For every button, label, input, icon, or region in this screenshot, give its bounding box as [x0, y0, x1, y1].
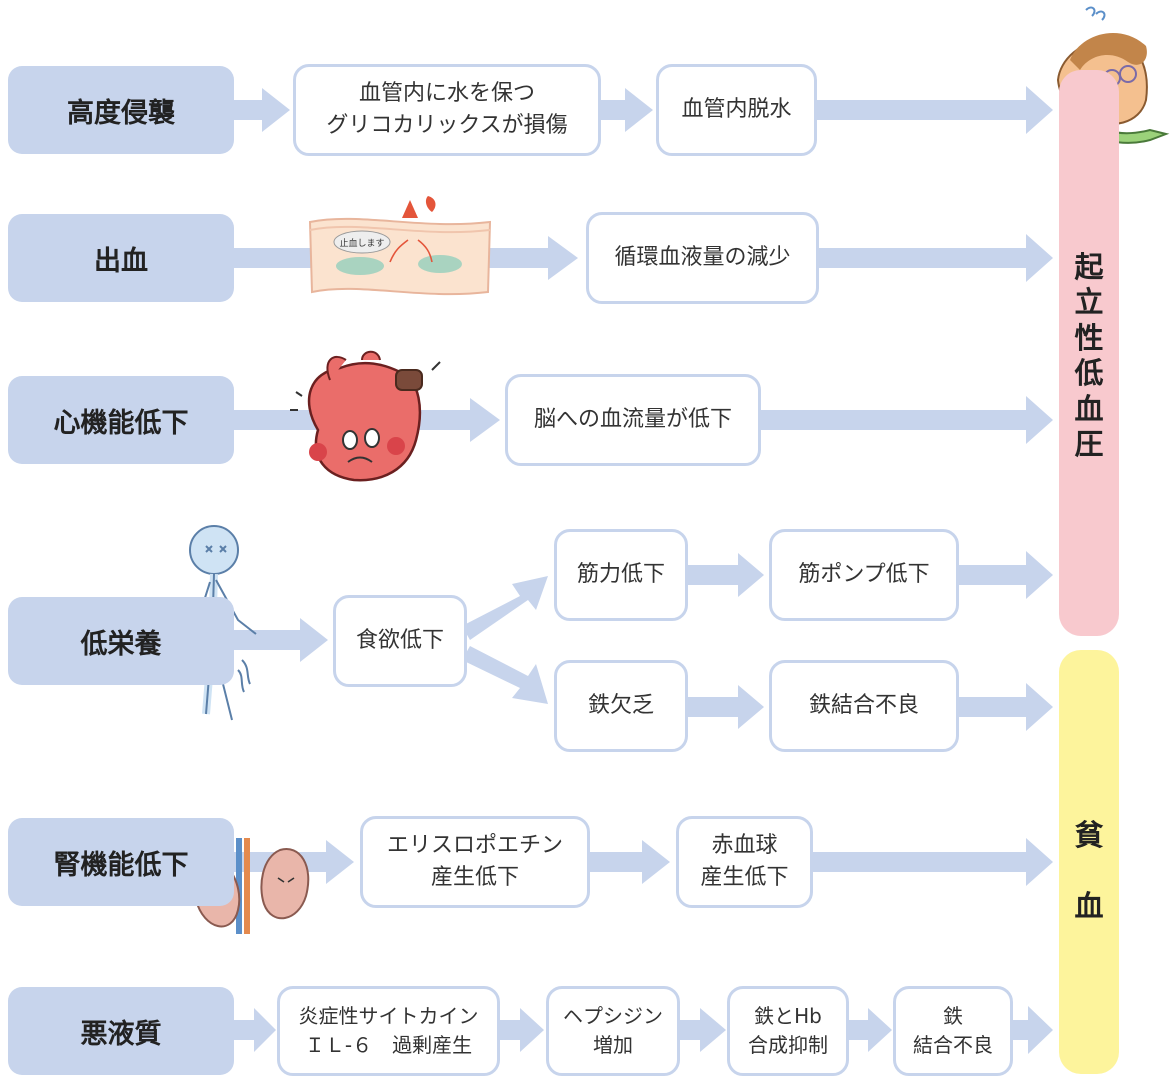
step-glycocalyx: 血管内に水を保つ グリコカリックスが損傷	[293, 64, 601, 156]
anemia-bar	[1059, 650, 1119, 1074]
step-brain-flow: 脳への血流量が低下	[505, 374, 761, 466]
step-muscle-pump: 筋ポンプ低下	[769, 529, 959, 621]
arrow-appetite-to-muscle	[462, 576, 548, 640]
step-blood-volume: 循環血液量の減少	[586, 212, 819, 304]
arrow-appetite-to-iron	[462, 646, 548, 704]
arrow-rbc-to-anemia	[813, 838, 1053, 886]
arrow-binding-to-anemia	[959, 683, 1053, 731]
step-dehydration: 血管内脱水	[656, 64, 817, 156]
arrow-iron-to-binding	[688, 685, 764, 729]
arrow-cachexia-to-il6	[234, 1008, 276, 1052]
cause-cardiac: 心機能低下	[8, 376, 234, 464]
arrow-blood-volume-to-hypotension	[819, 234, 1053, 282]
step-epo: エリスロポエチン 産生低下	[360, 816, 590, 908]
arrow-glycocalyx-to-dehydration	[601, 88, 653, 132]
step-iron-binding-2: 鉄 結合不良	[893, 986, 1013, 1076]
arrow-irohb-to-bind	[849, 1008, 892, 1052]
step-iron-deficiency: 鉄欠乏	[554, 660, 688, 752]
arrow-invasion-to-glycocalyx	[234, 88, 290, 132]
bandage-text: 止血します	[339, 237, 384, 249]
cause-bleeding: 出血	[8, 214, 234, 302]
anemia-label: 貧 血	[1074, 818, 1104, 923]
arrow-brain-flow-to-hypotension	[761, 396, 1053, 444]
arrow-hepcidin-to-irohb	[680, 1008, 726, 1052]
step-muscle: 筋力低下	[554, 529, 688, 621]
arrow-bind-to-anemia	[1013, 1006, 1053, 1054]
bleeding-vessel-icon: 止血します	[308, 196, 492, 296]
cause-malnutrition: 低栄養	[8, 597, 234, 685]
step-il6: 炎症性サイトカイン ＩＬ-６ 過剰産生	[277, 986, 500, 1076]
cause-invasion: 高度侵襲	[8, 66, 234, 154]
arrow-pump-to-hypotension	[959, 551, 1053, 599]
step-iron-hb: 鉄とHb 合成抑制	[727, 986, 849, 1076]
step-hepcidin: ヘプシジン 増加	[546, 986, 680, 1076]
step-appetite: 食欲低下	[333, 595, 467, 687]
tired-heart-icon	[290, 350, 441, 482]
hypotension-bar	[1059, 70, 1119, 636]
arrow-dehydration-to-hypotension	[817, 86, 1053, 134]
step-rbc: 赤血球 産生低下	[676, 816, 813, 908]
arrow-il6-to-hepcidin	[500, 1008, 544, 1052]
step-iron-binding: 鉄結合不良	[769, 660, 959, 752]
hypotension-label: 起 立 性 低 血 圧	[1074, 250, 1104, 461]
arrow-muscle-to-pump	[688, 553, 764, 597]
arrow-epo-to-rbc	[590, 840, 670, 884]
cause-cachexia: 悪液質	[8, 987, 234, 1075]
arrow-malnutrition-to-appetite	[234, 618, 328, 662]
cause-renal: 腎機能低下	[8, 818, 234, 906]
